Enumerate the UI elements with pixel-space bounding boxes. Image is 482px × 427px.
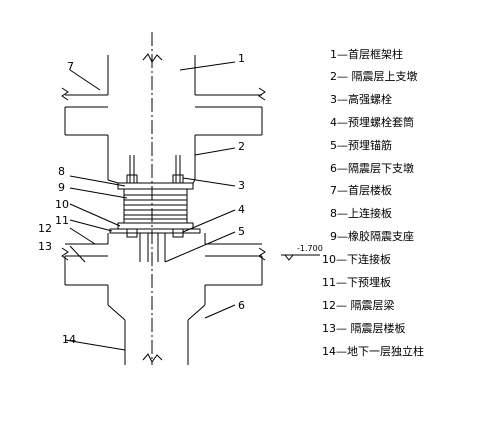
legend-item-4: 4—预埋螺栓套筒 bbox=[330, 115, 414, 129]
callout-9: 9 bbox=[58, 181, 65, 194]
leader-lines bbox=[64, 61, 236, 351]
legend: 1—首层框架柱 2— 隔震层上支墩 3—高强螺栓 4—预埋螺栓套筒 5—预埋锚筋… bbox=[322, 47, 424, 358]
callout-3: 3 bbox=[238, 179, 245, 192]
legend-item-10: 10—下连接板 bbox=[322, 252, 391, 266]
legend-item-13: 13— 隔震层楼板 bbox=[322, 321, 406, 335]
callout-13: 13 bbox=[38, 240, 52, 253]
callout-6: 6 bbox=[238, 299, 245, 312]
legend-item-6: 6—隔震层下支墩 bbox=[330, 161, 414, 175]
structure-outline bbox=[61, 32, 320, 365]
callout-5: 5 bbox=[238, 225, 245, 238]
bottom-break-mark bbox=[142, 353, 163, 363]
callout-7: 7 bbox=[67, 60, 74, 73]
legend-item-2: 2— 隔震层上支墩 bbox=[330, 69, 418, 83]
legend-item-11: 11—下预埋板 bbox=[322, 275, 391, 289]
callout-1: 1 bbox=[238, 52, 245, 65]
callout-8: 8 bbox=[58, 165, 65, 178]
elevation-label: -1.700 bbox=[297, 244, 323, 253]
legend-item-9: 9—橡胶隔震支座 bbox=[330, 229, 414, 243]
callout-12: 12 bbox=[38, 222, 52, 235]
callout-10: 10 bbox=[55, 198, 69, 211]
top-break-mark bbox=[142, 53, 163, 63]
legend-item-14: 14—地下一层独立柱 bbox=[322, 344, 424, 358]
legend-item-8: 8—上连接板 bbox=[330, 206, 392, 220]
legend-item-7: 7—首层楼板 bbox=[330, 183, 392, 197]
callout-11: 11 bbox=[55, 214, 69, 227]
callout-labels: 1 7 2 8 9 3 10 4 11 5 12 13 6 14 -1.700 bbox=[38, 52, 323, 346]
callout-14: 14 bbox=[62, 333, 76, 346]
elevation-triangle bbox=[283, 254, 295, 261]
legend-item-3: 3—高强螺栓 bbox=[330, 92, 392, 106]
legend-item-12: 12— 隔震层梁 bbox=[322, 298, 395, 312]
callout-4: 4 bbox=[238, 203, 245, 216]
legend-item-1: 1—首层框架柱 bbox=[330, 47, 403, 61]
legend-item-5: 5—预埋锚筋 bbox=[330, 138, 392, 152]
callout-2: 2 bbox=[238, 140, 245, 153]
